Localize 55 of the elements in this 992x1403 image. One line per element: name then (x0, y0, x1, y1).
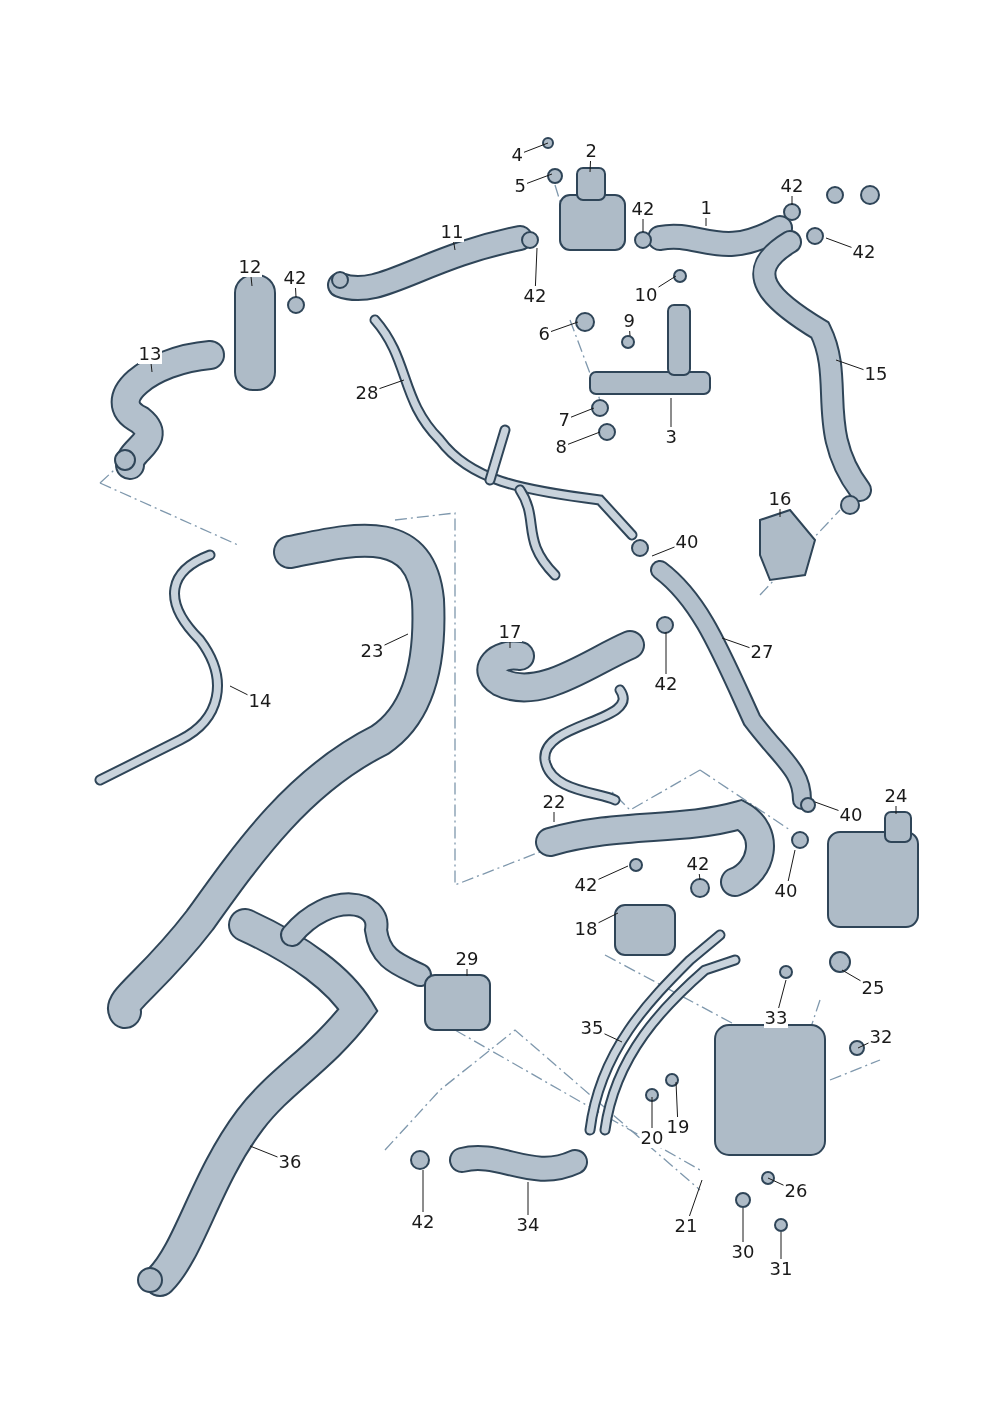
leader-line (689, 1179, 703, 1217)
leader-line (779, 508, 781, 518)
callout-number: 16 (767, 489, 793, 509)
leader-line (698, 873, 701, 881)
leader-line (509, 641, 511, 649)
leader-line (642, 218, 644, 233)
leader-line (589, 160, 591, 173)
leader-line (675, 1081, 679, 1118)
leader-line (523, 142, 549, 153)
callout-number: 33 (763, 1008, 789, 1028)
leader-line (787, 849, 796, 882)
leader-line (295, 287, 297, 298)
leader-line (379, 379, 405, 390)
leader-line (895, 805, 897, 815)
leader-line (814, 801, 839, 811)
leader-line (780, 1231, 782, 1260)
leader-line (384, 633, 409, 646)
leader-line (651, 546, 675, 557)
leader-line (598, 912, 619, 924)
callout-number: 12 (237, 257, 263, 277)
leader-line (526, 173, 553, 185)
leader-line (670, 397, 672, 428)
leader-line (651, 1096, 653, 1129)
leader-line (841, 969, 861, 982)
callout-number: 11 (439, 222, 465, 242)
leader-line (598, 865, 629, 880)
leader-line (229, 685, 248, 696)
callout-number: 17 (497, 622, 523, 642)
leader-line (534, 247, 538, 287)
leader-line (767, 1177, 784, 1186)
leader-line (570, 407, 595, 418)
leader-line (705, 217, 707, 227)
leader-line (553, 811, 555, 823)
leader-line (629, 330, 631, 337)
leader-line (550, 321, 579, 333)
leader-line (527, 1181, 529, 1216)
leader-line (791, 195, 793, 206)
leader-line (604, 1033, 623, 1043)
leader-line (835, 359, 864, 371)
callout-number: 20 (639, 1128, 665, 1148)
callout-number: 13 (137, 344, 163, 364)
leader-line (453, 241, 456, 251)
leader-line (466, 968, 468, 977)
leader-line (567, 431, 601, 445)
leader-line (665, 631, 667, 675)
leader-line (778, 979, 787, 1009)
leader-line (742, 1207, 744, 1243)
leader-line (250, 276, 253, 287)
leader-line (249, 1145, 278, 1158)
leader-line (658, 275, 677, 288)
leader-line (422, 1169, 424, 1213)
leader-line (857, 1042, 869, 1049)
leader-line (721, 637, 750, 649)
leader-line (825, 237, 852, 248)
leader-line (150, 363, 153, 373)
